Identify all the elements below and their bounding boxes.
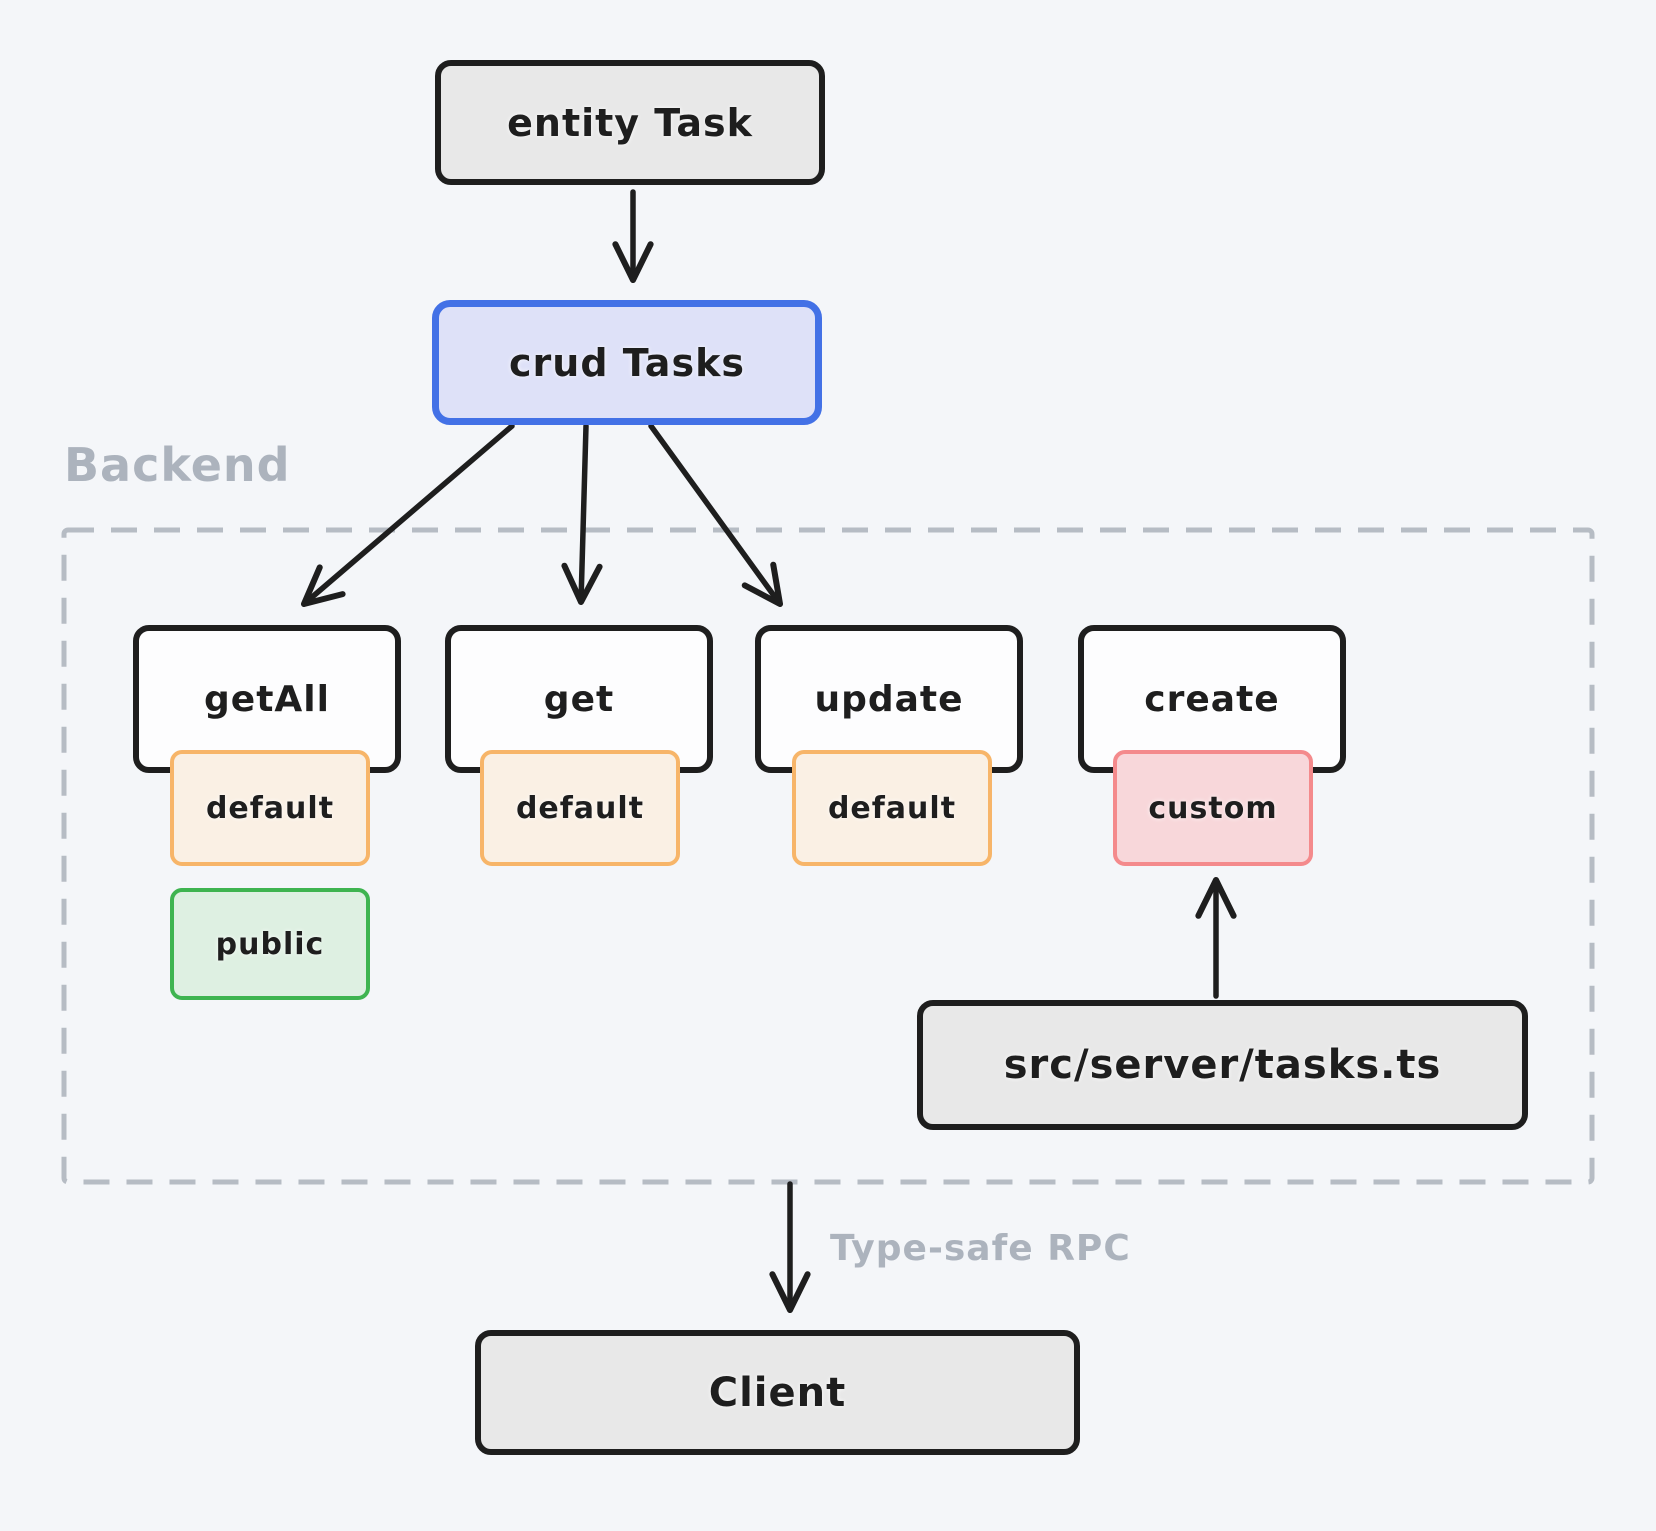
- node-client-label: Client: [708, 1369, 847, 1416]
- arrow-crud-to-get: [561, 423, 603, 606]
- badge-getall-default: default: [170, 750, 370, 866]
- node-crud-tasks: crud Tasks: [432, 300, 822, 425]
- badge-getall-public-label: public: [215, 926, 325, 962]
- arrow-crud-to-getall: [300, 423, 515, 608]
- node-client: Client: [475, 1330, 1080, 1455]
- node-crud-tasks-label: crud Tasks: [509, 340, 745, 385]
- arrow-crud-to-update: [648, 423, 784, 608]
- backend-group-label: Backend: [64, 438, 291, 492]
- badge-getall-default-label: default: [205, 790, 335, 826]
- node-source-file: src/server/tasks.ts: [917, 1000, 1528, 1130]
- node-entity-task-label: entity Task: [507, 100, 753, 145]
- badge-update-default-label: default: [827, 790, 957, 826]
- node-op-getall-label: getAll: [204, 678, 330, 720]
- badge-create-custom: custom: [1113, 750, 1313, 866]
- node-source-file-label: src/server/tasks.ts: [1003, 1042, 1442, 1088]
- node-op-update-label: update: [814, 678, 964, 720]
- badge-create-custom-label: custom: [1148, 790, 1278, 826]
- badge-get-default: default: [480, 750, 680, 866]
- node-op-get-label: get: [543, 678, 615, 720]
- badge-getall-public: public: [170, 888, 370, 1000]
- node-op-create-label: create: [1144, 678, 1280, 720]
- badge-get-default-label: default: [515, 790, 645, 826]
- rpc-edge-label: Type-safe RPC: [830, 1228, 1131, 1269]
- node-entity-task: entity Task: [435, 60, 825, 185]
- badge-update-default: default: [792, 750, 992, 866]
